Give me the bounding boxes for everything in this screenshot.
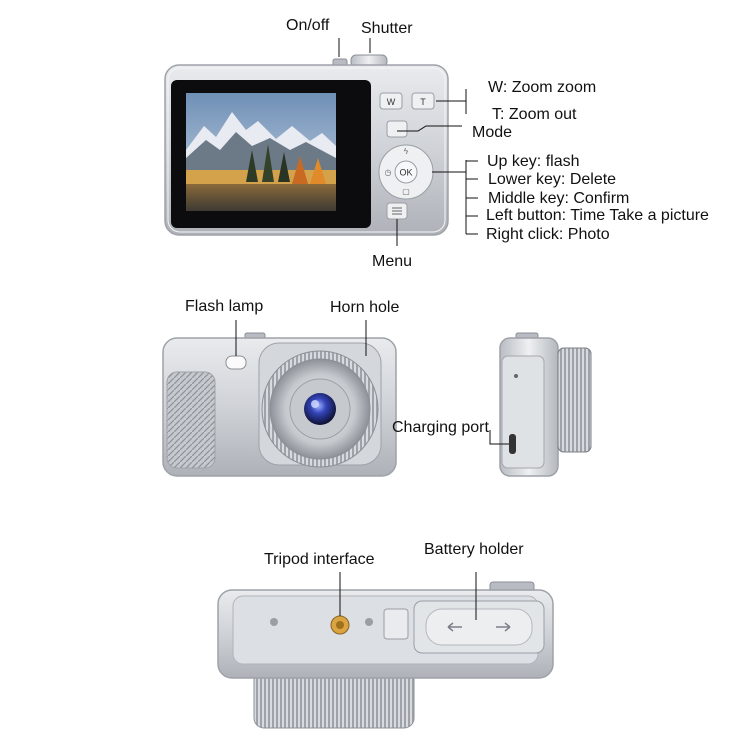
side-view <box>499 332 592 477</box>
label-on-off: On/off <box>286 17 330 34</box>
back-view: W T OK ϟ ◷ ▢ <box>164 54 449 236</box>
label-menu: Menu <box>372 253 413 270</box>
label-horn-hole: Horn hole <box>330 299 400 316</box>
battery-holder[interactable] <box>413 600 545 654</box>
screw-left <box>270 618 278 626</box>
ok-glyph: OK <box>399 168 412 178</box>
label-lower-key: Lower key: Delete <box>488 171 617 188</box>
front-view <box>162 332 397 477</box>
back-view-leaders <box>338 38 478 246</box>
label-left-button: Left button: Time Take a picture <box>486 207 709 224</box>
zoom-t-button[interactable] <box>411 92 435 110</box>
lcd-screen <box>171 80 371 228</box>
zoom-w-button[interactable] <box>379 92 403 110</box>
label-battery-holder: Battery holder <box>424 541 524 558</box>
camera-lens <box>258 342 382 468</box>
side-panel <box>501 355 545 469</box>
zoom-w-glyph: W <box>387 97 396 107</box>
charging-port <box>509 434 516 454</box>
ok-button[interactable] <box>394 160 418 184</box>
label-right-click: Right click: Photo <box>486 226 610 243</box>
label-shutter: Shutter <box>361 20 413 37</box>
bottom-view-leaders <box>339 572 477 620</box>
side-view-leaders <box>489 430 509 445</box>
bottom-view <box>217 581 554 729</box>
side-lens-barrel <box>557 347 592 453</box>
label-mode: Mode <box>472 124 513 141</box>
label-zoom-w: W: Zoom zoom <box>488 79 597 96</box>
label-middle-key: Middle key: Confirm <box>488 190 630 207</box>
hand-grip <box>166 371 216 469</box>
label-zoom-t: T: Zoom out <box>492 106 577 123</box>
delete-icon: ▢ <box>402 187 410 196</box>
zoom-t-glyph: T <box>420 97 426 107</box>
label-tripod-interface: Tripod interface <box>264 551 375 568</box>
label-up-key: Up key: flash <box>487 153 580 170</box>
label-charging-port: Charging port <box>392 419 489 436</box>
flash-lamp <box>225 355 247 370</box>
screw-right <box>365 618 373 626</box>
mode-button[interactable] <box>386 120 408 138</box>
label-flash-lamp: Flash lamp <box>185 298 264 315</box>
flash-icon: ϟ <box>404 147 409 156</box>
slider-switch[interactable] <box>383 608 409 640</box>
front-view-leaders <box>235 320 367 356</box>
timer-icon: ◷ <box>385 168 392 177</box>
tripod-interface <box>330 615 350 635</box>
